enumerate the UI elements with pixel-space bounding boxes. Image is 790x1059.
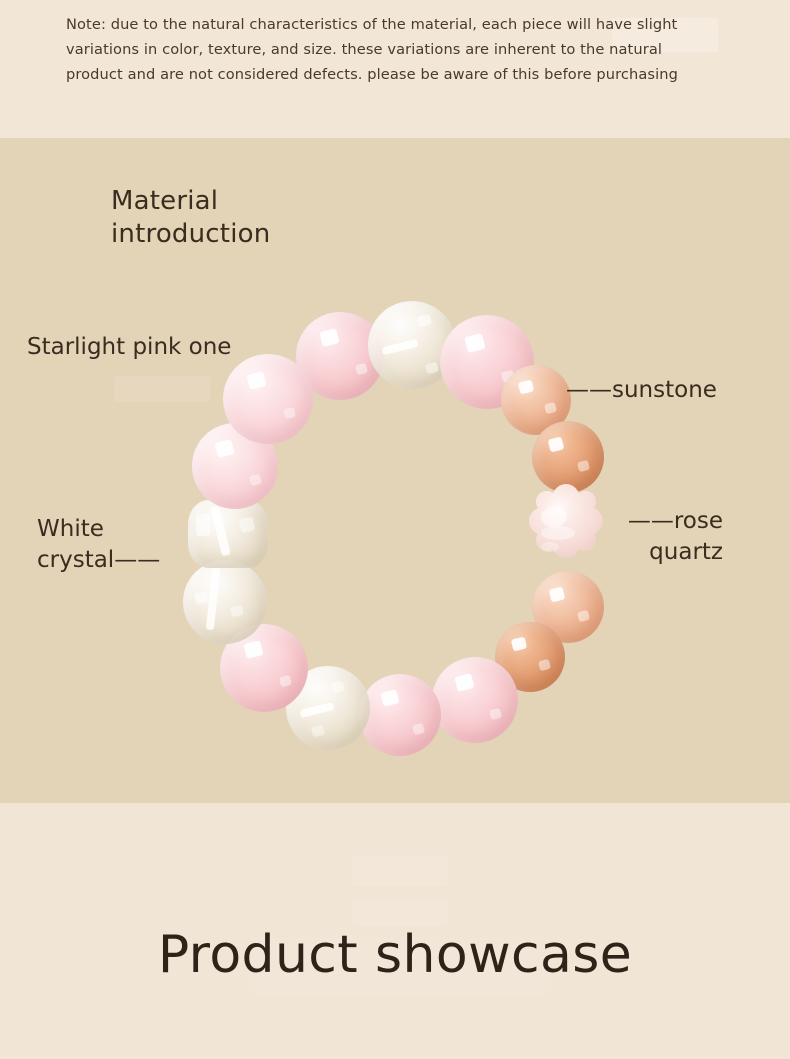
bead-white-crystal-faceted bbox=[188, 500, 268, 568]
callout-label-rose-quartz: ——rose quartz bbox=[627, 508, 723, 565]
bead-white-crystal bbox=[183, 560, 267, 644]
bead-sunstone bbox=[532, 421, 604, 493]
bead-rose-quartz bbox=[223, 354, 313, 444]
bottom-band bbox=[0, 803, 790, 1059]
callout-label-white-crystal: White crystal—— bbox=[37, 516, 161, 573]
bead-rose-quartz bbox=[432, 657, 518, 743]
callout-label-starlight-pink: Starlight pink one bbox=[27, 334, 232, 360]
callout-label-sunstone: ——sunstone bbox=[566, 377, 717, 403]
bead-rose-quartz bbox=[359, 674, 441, 756]
section-heading-material-introduction: Material introduction bbox=[111, 186, 271, 249]
top-band bbox=[0, 0, 790, 138]
charm-rose-quartz-flower bbox=[514, 481, 618, 585]
product-showcase-title: Product showcase bbox=[157, 925, 633, 985]
material-disclaimer-note: Note: due to the natural characteristics… bbox=[66, 16, 679, 84]
